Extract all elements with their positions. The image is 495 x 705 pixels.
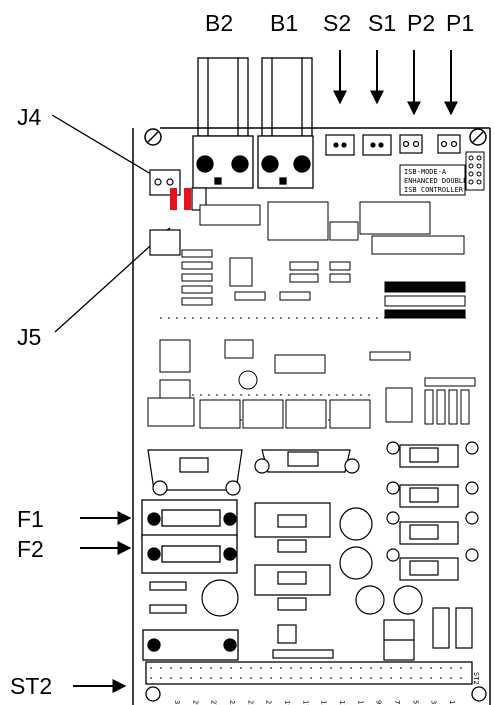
bnc-b1-body bbox=[261, 57, 313, 137]
callout-leaders bbox=[51, 114, 171, 333]
label-j5: J5 bbox=[17, 324, 41, 350]
top-connectors bbox=[325, 134, 461, 156]
label-p2: P2 bbox=[407, 10, 435, 36]
bnc-connectors bbox=[192, 57, 314, 189]
st2-pin-label: 21 bbox=[265, 700, 273, 705]
st2-pin-label: 7 bbox=[393, 700, 401, 704]
fuse-holders bbox=[141, 499, 239, 661]
label-st2: ST2 bbox=[10, 673, 52, 699]
st2-pin-label: 17 bbox=[301, 700, 309, 705]
st2-pin-label: 5 bbox=[411, 700, 419, 704]
label-f2: F2 bbox=[17, 536, 44, 562]
st2-pin-label: 3 bbox=[430, 700, 438, 704]
leader-j4 bbox=[51, 114, 167, 184]
st2-pin-label: 25 bbox=[228, 700, 236, 705]
dsub-connectors bbox=[147, 441, 479, 581]
controller-line-2: ENHANCED DOUBLE bbox=[404, 177, 467, 185]
st2-pin-label: 15 bbox=[320, 700, 328, 705]
st2-pin-label: 31 bbox=[173, 700, 181, 705]
power-section bbox=[149, 502, 473, 661]
resistor-stack-left bbox=[181, 249, 213, 306]
st2-silk-label: ST2 bbox=[472, 672, 480, 685]
label-f1: F1 bbox=[17, 506, 44, 532]
st2-pin-label: 27 bbox=[210, 700, 218, 705]
st2-pin-label: 19 bbox=[283, 700, 291, 705]
upper-components bbox=[199, 201, 466, 319]
bnc-b2-body bbox=[197, 57, 249, 137]
label-b2: B2 bbox=[205, 10, 233, 36]
jumper-j5 bbox=[184, 188, 191, 210]
label-p1: P1 bbox=[446, 10, 474, 36]
pcb-outline bbox=[132, 127, 491, 705]
st2-pin-label: 13 bbox=[338, 700, 346, 705]
controller-label: ISB-MODE-A ENHANCED DOUBLE ISB CONTROLLE… bbox=[399, 164, 467, 196]
st2-pin-label: 11 bbox=[356, 700, 364, 705]
controller-line-1: ISB-MODE-A bbox=[404, 168, 447, 176]
mount-hole-br bbox=[471, 686, 487, 702]
controller-line-3: ISB CONTROLLER bbox=[404, 186, 464, 194]
st2-pin-label: 23 bbox=[246, 700, 254, 705]
mount-hole-tr bbox=[469, 128, 487, 146]
label-b1: B1 bbox=[270, 10, 298, 36]
mount-hole-bl bbox=[145, 686, 161, 702]
callout-arrows bbox=[73, 50, 458, 693]
mount-hole-tl bbox=[144, 128, 162, 146]
right-header bbox=[465, 151, 485, 191]
st2-pin-label: 9 bbox=[375, 700, 383, 704]
label-s1: S1 bbox=[368, 10, 396, 36]
mid-components bbox=[147, 339, 476, 429]
st2-pin-label: 1 bbox=[448, 700, 456, 704]
jumper-j4 bbox=[170, 188, 177, 210]
st2-pin-label: 29 bbox=[191, 700, 199, 705]
label-s2: S2 bbox=[323, 10, 351, 36]
label-j4: J4 bbox=[17, 104, 42, 130]
